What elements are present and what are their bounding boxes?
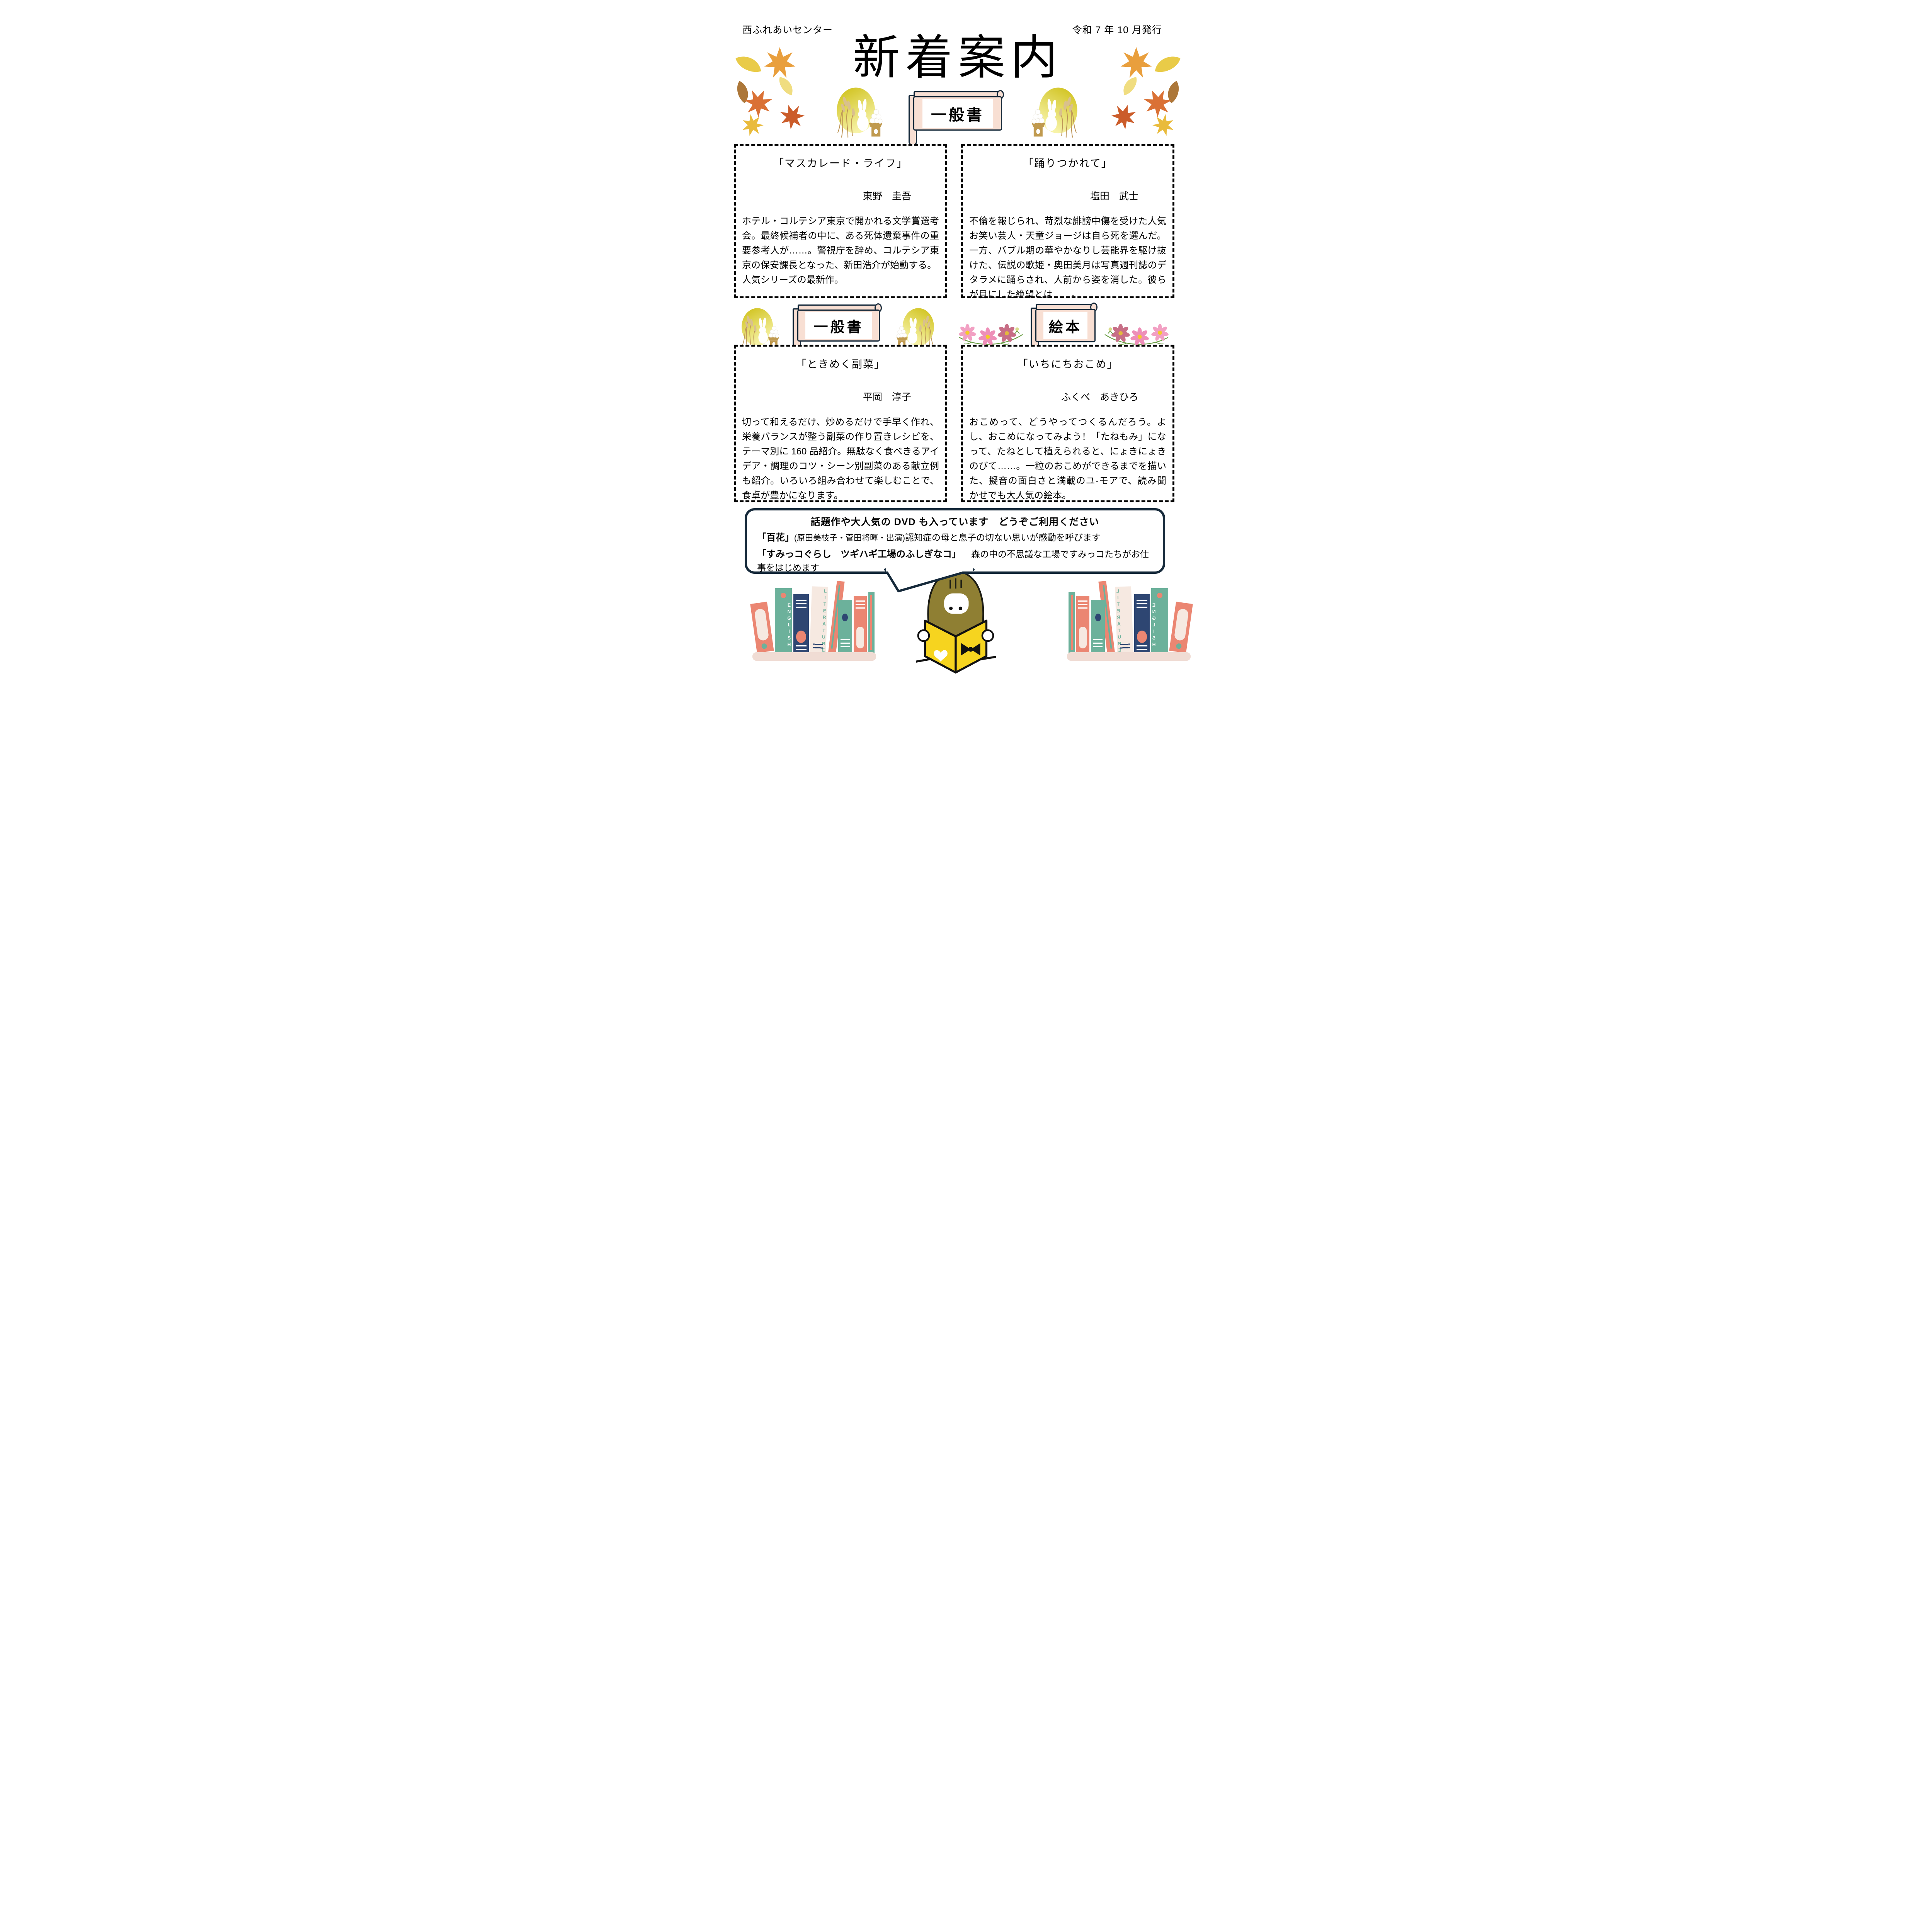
spine-stripes bbox=[1120, 643, 1130, 650]
book-box-masquerade: 「マスカレード・ライフ」 東野 圭吾 ホテル・コルテシア東京で開かれる文学賞選考… bbox=[734, 144, 947, 298]
org-name: 西ふれあいセンター bbox=[742, 25, 833, 36]
dvd-headline: 話題作や大人気の DVD も入っています どうぞご利用ください bbox=[810, 517, 1099, 527]
spine-dot bbox=[781, 593, 786, 598]
page-title: 新着案内 bbox=[853, 31, 1063, 84]
spine-dot bbox=[1157, 593, 1162, 598]
dvd-item: 「すみっコぐらし ツギハギ工場のふしぎなコ」森の中の不思議な工場ですみっコたちが… bbox=[757, 548, 1153, 574]
bookshelf-left: ENGLISH LITERATURE bbox=[750, 577, 876, 661]
book-description: 切って和えるだけ、炒めるだけで手早く作れ、栄養バランスが整う副菜の作り置きレシピ… bbox=[742, 417, 939, 501]
book-spine bbox=[1134, 594, 1150, 653]
book-spine bbox=[1076, 596, 1089, 653]
book-description: ホテル・コルテシア東京で開かれる文学賞選考会。最終候補者の中に、ある死体遺棄事件… bbox=[742, 216, 939, 270]
book-title: 「ときめく副菜」 bbox=[796, 359, 885, 370]
book-title: 「踊りつかれて」 bbox=[1023, 158, 1113, 169]
reading-girl-illustration bbox=[916, 570, 996, 674]
spine-label bbox=[1174, 608, 1189, 641]
issue-date: 令和 7 年 10 月発行 bbox=[1072, 25, 1162, 36]
book-title: 「いちにちおこめ」 bbox=[1017, 359, 1118, 370]
spine-text: ENGLISH bbox=[786, 602, 792, 648]
spine-dot bbox=[842, 614, 848, 621]
book-spine bbox=[1091, 600, 1105, 653]
spine-stripes bbox=[1137, 600, 1147, 609]
banner-picture-book: 絵本 bbox=[1031, 303, 1098, 357]
book-author: ふくべ あきひろ bbox=[1061, 392, 1138, 403]
spine-label bbox=[1079, 627, 1087, 648]
dvd-title: 「すみっコぐらし ツギハギ工場のふしぎなコ」 bbox=[757, 549, 961, 560]
book-spine: LITERATURE bbox=[1115, 586, 1133, 654]
moon-rabbit-icon bbox=[892, 306, 940, 350]
book-author: 東野 圭吾 bbox=[863, 191, 911, 202]
spine-stripes bbox=[796, 600, 807, 609]
spine-stripes bbox=[856, 600, 865, 609]
shelf-board bbox=[1067, 652, 1191, 661]
book-box-ichinichi-okome: 「いちにちおこめ」 ふくべ あきひろ おこめって、どうやってつくるんだろう。よし… bbox=[961, 345, 1174, 502]
spine-stripes bbox=[813, 643, 823, 650]
speech-bubble-tail bbox=[884, 568, 975, 592]
book-author: 平岡 淳子 bbox=[863, 392, 911, 403]
book-box-odoritsukarete: 「踊りつかれて」 塩田 武士 不倫を報じられ、苛烈な誹謗中傷を受けた人気お笑い芸… bbox=[961, 144, 1174, 300]
book-spine bbox=[1069, 592, 1075, 653]
spine-dot bbox=[1095, 614, 1101, 621]
autumn-leaves-icon bbox=[1098, 39, 1188, 137]
spine-text: LITERATURE bbox=[820, 588, 828, 654]
newsletter-page: 西ふれあいセンター 令和 7 年 10 月発行 新着案内 一般書 「マスカレード… bbox=[718, 0, 1198, 678]
book-spine: ENGLISH bbox=[775, 588, 792, 653]
book-spine: LITERATURE bbox=[810, 586, 828, 654]
book-spine bbox=[854, 596, 867, 653]
book-spine bbox=[1169, 602, 1193, 653]
book-spine bbox=[838, 600, 852, 653]
dvd-title: 「百花」 bbox=[757, 532, 794, 543]
spine-oval bbox=[1137, 631, 1147, 643]
spine-label bbox=[856, 627, 864, 648]
moon-rabbit-icon bbox=[830, 85, 888, 139]
banner-label: 絵本 bbox=[1043, 312, 1087, 339]
cosmos-flowers-icon bbox=[955, 319, 1026, 349]
spine-line bbox=[870, 595, 872, 650]
spine-stripes bbox=[1093, 639, 1103, 648]
book-description: 不倫を報じられ、苛烈な誹謗中傷を受けた人気お笑い芸人・天童ジョージは自ら死を選ん… bbox=[969, 216, 1166, 300]
spine-dot bbox=[1176, 643, 1182, 650]
banner-general-2: 一般書 bbox=[793, 303, 882, 356]
book-description-2: 人気シリーズの最新作。 bbox=[742, 274, 844, 285]
scroll-body: 一般書 bbox=[797, 310, 880, 342]
spine-label bbox=[754, 608, 769, 641]
book-description: おこめって、どうやってつくるんだろう。よし、おこめになってみよう！「たねもみ」に… bbox=[969, 417, 1166, 501]
scroll-body: 一般書 bbox=[913, 96, 1002, 131]
spine-stripes bbox=[841, 639, 850, 648]
spine-stripes bbox=[1137, 645, 1147, 650]
dvd-item: 「百花」(原田美枝子・菅田将暉・出演)認知症の母と息子の切ない思いが感動を呼びま… bbox=[757, 531, 1153, 545]
dvd-desc: 森の中の不思議な工場ですみっコたちがお仕事をはじめます bbox=[757, 549, 1149, 573]
banner-label: 一般書 bbox=[805, 312, 872, 339]
shelf-board bbox=[752, 652, 876, 661]
book-title: 「マスカレード・ライフ」 bbox=[773, 158, 908, 169]
scroll-body: 絵本 bbox=[1035, 309, 1096, 342]
book-spine bbox=[868, 592, 875, 653]
spine-dot bbox=[761, 643, 767, 650]
dvd-notice-bubble: 話題作や大人気の DVD も入っています どうぞご利用ください 「百花」(原田美… bbox=[745, 508, 1165, 592]
autumn-leaves-icon bbox=[728, 39, 818, 137]
spine-stripes bbox=[1078, 600, 1087, 609]
dvd-cast: (原田美枝子・菅田将暉・出演) bbox=[794, 534, 905, 543]
spine-text: ENGLISH bbox=[1151, 602, 1157, 648]
book-spine bbox=[750, 602, 774, 653]
bookshelf-right: ENGLISH LITERATURE bbox=[1067, 577, 1193, 661]
banner-label: 一般書 bbox=[922, 99, 993, 128]
book-spine bbox=[793, 594, 809, 653]
moon-rabbit-icon bbox=[736, 306, 784, 350]
dvd-desc: 認知症の母と息子の切ない思いが感動を呼びます bbox=[905, 532, 1101, 543]
spine-text: LITERATURE bbox=[1115, 588, 1123, 654]
spine-oval bbox=[796, 631, 806, 643]
book-spine: ENGLISH bbox=[1151, 588, 1168, 653]
spine-line bbox=[1071, 595, 1073, 650]
book-author: 塩田 武士 bbox=[1090, 191, 1138, 202]
spine-stripes bbox=[796, 645, 807, 650]
book-box-tokimeku: 「ときめく副菜」 平岡 淳子 切って和えるだけ、炒めるだけで手早く作れ、栄養バラ… bbox=[734, 345, 947, 502]
cosmos-flowers-icon bbox=[1101, 319, 1172, 349]
banner-general-1: 一般書 bbox=[909, 90, 1004, 145]
moon-rabbit-icon bbox=[1026, 85, 1084, 139]
